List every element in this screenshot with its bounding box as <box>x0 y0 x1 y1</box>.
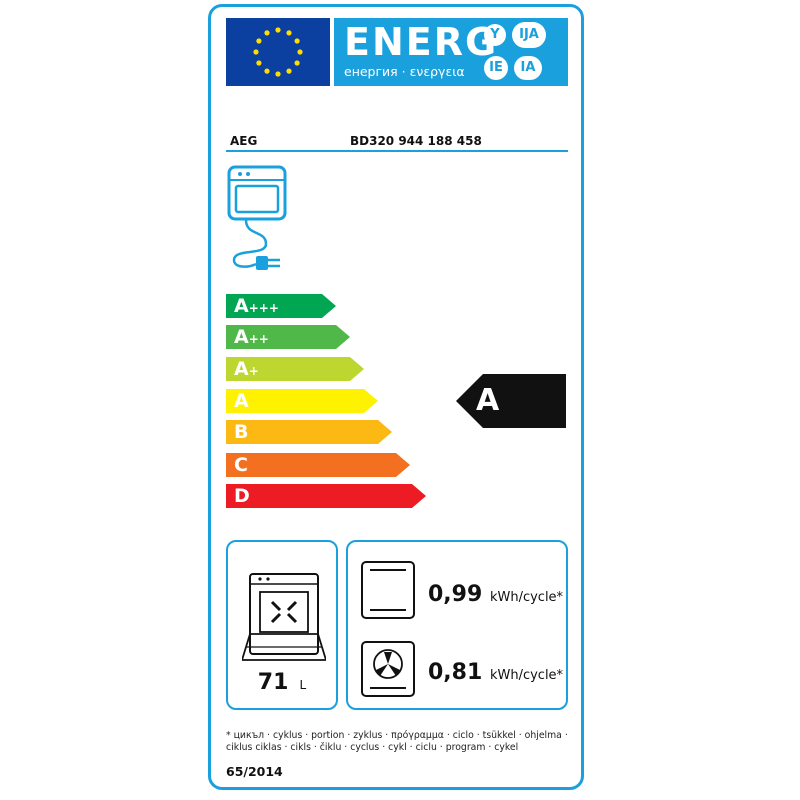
eu-star <box>286 68 292 74</box>
fan-energy-unit: kWh/cycle* <box>489 668 564 683</box>
conventional-energy: 0,99 kWh/cycle* <box>428 582 563 607</box>
eu-star <box>264 68 270 74</box>
lang-badge: Y <box>484 24 506 46</box>
class-letter: B <box>234 421 249 443</box>
cycle-footnote: * цикъл · cyklus · portion · zyklus · πρ… <box>226 730 568 753</box>
brand-name: AEG <box>230 134 258 148</box>
electric-oven-icon <box>227 165 287 270</box>
eu-stars-icon <box>253 27 303 77</box>
class-letter: C <box>234 454 248 476</box>
eu-star <box>275 71 281 77</box>
lang-badge: IJA <box>512 22 546 48</box>
conventional-heating-icon <box>361 561 415 619</box>
class-letter: A <box>234 390 249 412</box>
rating-indicator: A <box>456 374 566 428</box>
volume-panel: 71 L <box>226 540 338 710</box>
eu-star <box>286 30 292 36</box>
energy-word: ENERG <box>344 20 499 64</box>
conventional-energy-unit: kWh/cycle* <box>489 590 564 605</box>
class-plus: ++ <box>248 332 269 346</box>
fan-energy-value: 0,81 <box>428 660 483 685</box>
class-letter: A <box>234 295 249 317</box>
eu-flag <box>226 18 330 86</box>
eu-star <box>294 60 300 66</box>
energy-subtitle: енергия · ενεργεια <box>344 64 465 79</box>
class-letter: A <box>234 326 249 348</box>
fan-heating-icon <box>361 641 415 697</box>
class-plus: + <box>248 364 259 378</box>
conventional-energy-value: 0,99 <box>428 582 483 607</box>
lang-badge: IA <box>514 56 542 80</box>
eu-star <box>264 30 270 36</box>
fan-energy: 0,81 kWh/cycle* <box>428 660 563 685</box>
class-letter: D <box>234 485 250 507</box>
energy-title-box: ENERG енергия · ενεργεια Y IJA IE IA <box>334 18 568 86</box>
consumption-panel: 0,99 kWh/cycle* 0,81 kWh/cycle* <box>346 540 568 710</box>
class-letter: A <box>234 358 249 380</box>
eu-star <box>297 49 303 55</box>
header-divider <box>226 150 568 152</box>
model-number: BD320 944 188 458 <box>350 134 482 148</box>
lang-badge: IE <box>484 56 508 80</box>
energy-label-frame <box>208 4 584 790</box>
volume-value: 71 <box>257 670 289 695</box>
class-plus: +++ <box>248 301 279 315</box>
volume-unit: L <box>299 678 307 692</box>
oven-cavity-icon <box>242 573 326 661</box>
eu-star <box>253 49 259 55</box>
eu-star <box>256 38 262 44</box>
rating-letter: A <box>476 383 500 418</box>
volume-readout: 71 L <box>228 670 336 695</box>
eu-star <box>256 60 262 66</box>
regulation-number: 65/2014 <box>226 764 283 779</box>
eu-star <box>294 38 300 44</box>
eu-star <box>275 27 281 33</box>
